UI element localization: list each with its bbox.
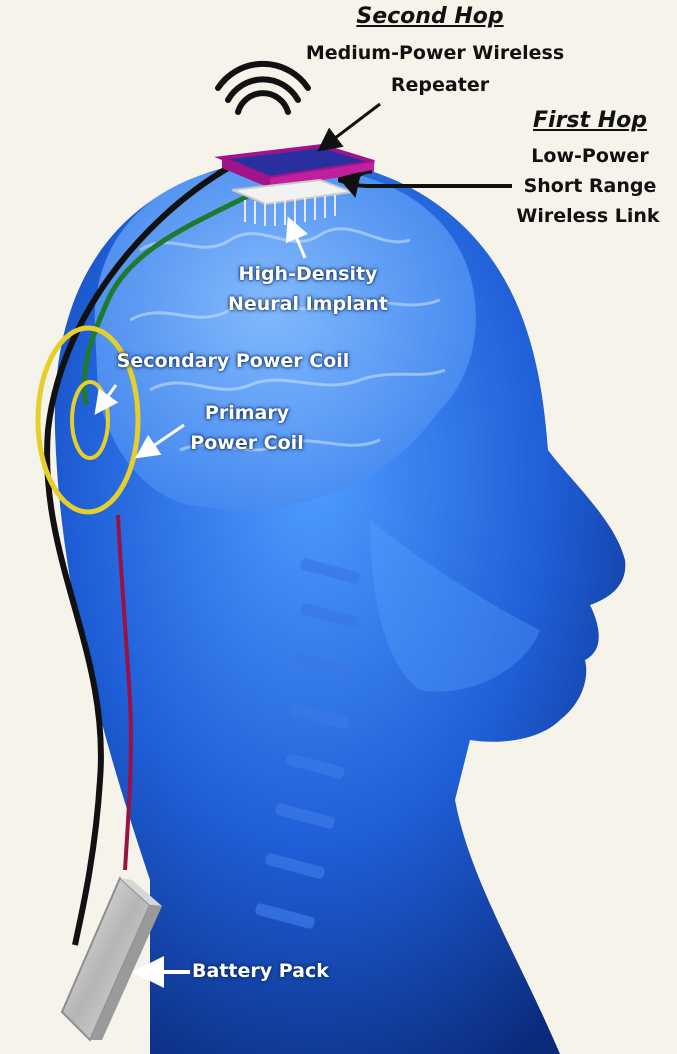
secondary-coil-label: Secondary Power Coil <box>108 350 358 373</box>
repeater-label-line1: Medium-Power Wireless <box>290 42 580 65</box>
battery-label: Battery Pack <box>192 960 342 983</box>
implant-label-line2: Neural Implant <box>218 293 398 316</box>
repeater-label-line2: Repeater <box>380 74 500 97</box>
link-label-line3: Wireless Link <box>508 205 668 228</box>
link-label-line1: Low-Power <box>515 145 665 168</box>
implant-label-line1: High-Density <box>218 263 398 286</box>
repeater-arrow <box>322 104 380 148</box>
second-hop-title: Second Hop <box>340 4 520 30</box>
primary-coil-label-line1: Primary <box>182 402 312 425</box>
first-hop-title: First Hop <box>525 108 655 134</box>
wireless-signal-icon <box>218 64 308 112</box>
primary-coil-label-line2: Power Coil <box>182 432 312 455</box>
link-label-line2: Short Range <box>515 175 665 198</box>
